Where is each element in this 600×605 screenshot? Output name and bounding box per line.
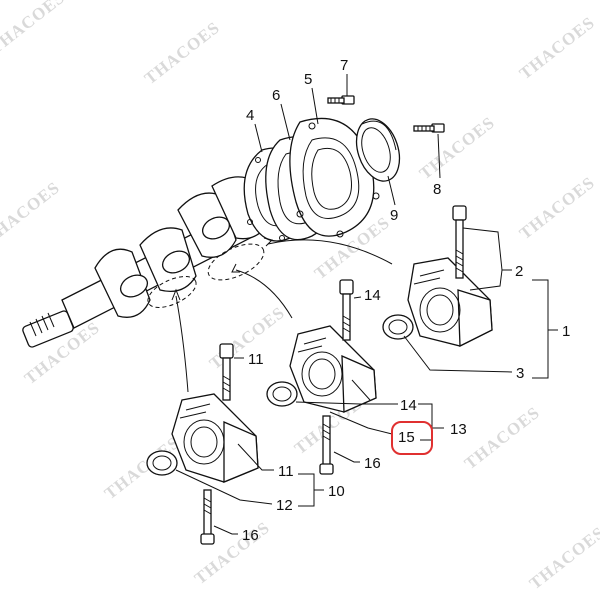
bolt-16-front [200,489,215,545]
bearing-cap-rear [407,257,493,348]
callout-16-middle: 16 [364,455,381,472]
callout-11-bolt: 11 [248,351,264,368]
bolt-7 [327,95,355,105]
callout-6: 6 [272,87,280,104]
callout-15: 15 [398,429,415,446]
watermark: THACOES [0,0,68,58]
bolt-11 [219,343,234,401]
watermark: THACOES [461,403,544,473]
watermark: THACOES [141,18,224,88]
bearing-cap-front [171,393,259,483]
assembly-arrows [171,237,393,393]
callout-3: 3 [516,365,524,382]
watermark: THACOES [526,523,600,593]
callout-1: 1 [562,323,570,340]
callout-4: 4 [246,107,254,124]
bolt-16-middle [319,415,334,475]
callout-5: 5 [304,71,312,88]
crankshaft [22,176,275,348]
callout-10: 10 [328,483,345,500]
callouts: 4 6 5 7 8 9 2 1 3 14 11 14 13 15 16 11 1… [242,57,570,544]
bolt-2 [452,205,467,279]
callout-9: 9 [390,207,398,224]
bearing-cap-middle [289,325,377,413]
callout-12: 12 [276,497,293,514]
callout-8: 8 [433,181,441,198]
bearing-shell-14 [266,381,298,407]
callout-16-front: 16 [242,527,259,544]
watermark: THACOES [516,173,599,243]
oil-seal [355,118,401,182]
watermark: THACOES [191,518,274,588]
callout-2: 2 [515,263,523,280]
leader-lines [175,74,558,535]
highlight-box [391,421,433,455]
bearing-shell-3 [382,314,414,340]
callout-13: 13 [450,421,467,438]
callout-14-shell: 14 [400,397,417,414]
callout-11-shell: 11 [278,463,294,480]
bolt-8 [413,123,445,133]
bolt-14 [339,279,354,341]
callout-7: 7 [340,57,348,74]
bearing-shell-12 [146,450,178,476]
watermark: THACOES [516,13,599,83]
callout-14-bolt: 14 [364,287,381,304]
watermark: THACOES [0,178,63,248]
watermark: THACOES [416,113,499,183]
